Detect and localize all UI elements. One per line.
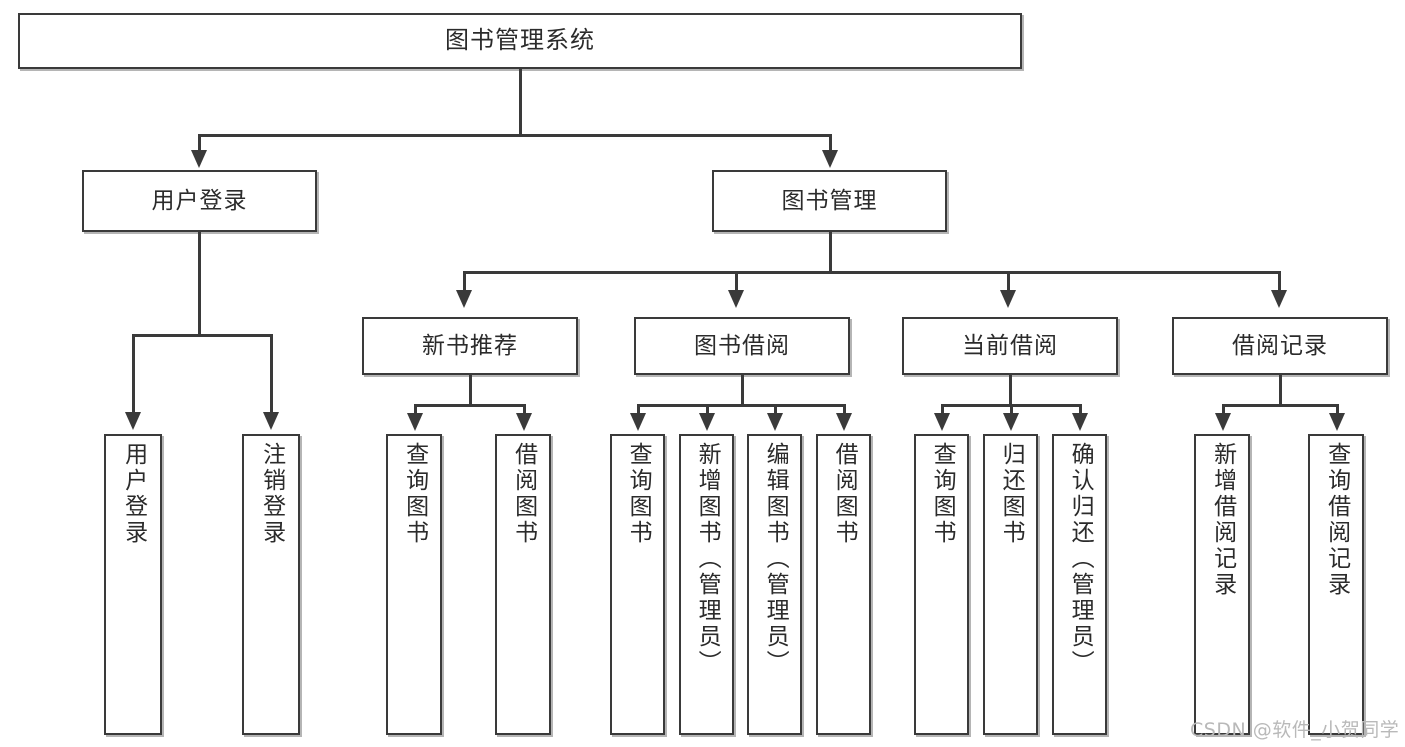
leaf-user-login[interactable]: 用户登录 — [104, 434, 162, 735]
arrowhead-recommend-leaf-1 — [407, 413, 423, 431]
arrowhead-to-current-borrow — [1000, 290, 1016, 308]
arrowhead-borrow-leaf-2 — [699, 413, 715, 431]
leaf-query-book-2[interactable]: 查询图书 — [610, 434, 665, 735]
node-label: 新书推荐 — [422, 332, 518, 359]
arrowhead-current-leaf-1 — [934, 413, 950, 431]
arrowhead-user-login-leaf-2 — [263, 412, 279, 430]
connector-record-to-leaf-2 — [1336, 404, 1339, 416]
connector-root-stem — [519, 69, 522, 135]
node-label: 当前借阅 — [962, 332, 1058, 359]
arrowhead-to-borrow-record — [1271, 290, 1287, 308]
leaf-query-book-1[interactable]: 查询图书 — [386, 434, 442, 735]
node-borrow-record[interactable]: 借阅记录 — [1172, 317, 1388, 375]
arrowhead-to-book-borrow — [728, 290, 744, 308]
node-label: 借阅记录 — [1232, 332, 1328, 359]
leaf-borrow-book-2[interactable]: 借阅图书 — [816, 434, 871, 735]
connector-borrow-to-leaf-1 — [637, 404, 640, 416]
connector-current-to-leaf-2 — [1010, 404, 1013, 416]
connector-borrow-record-bus — [1222, 404, 1338, 407]
connector-root-bus — [198, 134, 831, 137]
leaf-label: 查询图书 — [401, 442, 428, 546]
connector-to-current-borrow — [1007, 271, 1010, 293]
node-label: 用户登录 — [151, 187, 248, 214]
leaf-return-book[interactable]: 归还图书 — [983, 434, 1038, 735]
arrowhead-current-leaf-3 — [1072, 413, 1088, 431]
connector-record-to-leaf-1 — [1222, 404, 1225, 416]
leaf-label: 新增借阅记录 — [1209, 442, 1236, 598]
leaf-label: 用户登录 — [120, 442, 147, 546]
leaf-confirm-return[interactable]: 确认归还（管理员） — [1052, 434, 1107, 735]
connector-user-login-bus — [132, 334, 272, 337]
node-user-login[interactable]: 用户登录 — [82, 170, 317, 232]
connector-book-management-bus — [463, 271, 1280, 274]
arrowhead-user-login-leaf-1 — [125, 412, 141, 430]
leaf-query-book-3[interactable]: 查询图书 — [914, 434, 969, 735]
leaf-label: 编辑图书（管理员） — [762, 442, 789, 676]
connector-user-login-stem — [198, 232, 201, 336]
leaf-label: 查询借阅记录 — [1323, 442, 1350, 598]
arrowhead-root-to-book-management — [822, 150, 838, 168]
connector-recommend-to-leaf-2 — [523, 404, 526, 416]
connector-new-book-recommend-bus — [414, 404, 525, 407]
connector-borrow-record-stem — [1279, 375, 1282, 406]
leaf-borrow-book-1[interactable]: 借阅图书 — [495, 434, 551, 735]
leaf-label: 新增图书（管理员） — [694, 442, 721, 676]
connector-user-login-to-leaf-1 — [132, 334, 135, 415]
node-book-management[interactable]: 图书管理 — [712, 170, 947, 232]
node-label: 图书管理系统 — [445, 26, 595, 55]
leaf-label: 确认归还（管理员） — [1067, 442, 1094, 676]
connector-current-to-leaf-3 — [1079, 404, 1082, 416]
connector-borrow-to-leaf-4 — [843, 404, 846, 416]
connector-recommend-to-leaf-1 — [414, 404, 417, 416]
leaf-edit-book[interactable]: 编辑图书（管理员） — [747, 434, 802, 735]
connector-current-to-leaf-1 — [941, 404, 944, 416]
arrowhead-to-new-book-recommend — [456, 290, 472, 308]
node-root-system[interactable]: 图书管理系统 — [18, 13, 1022, 69]
leaf-label: 归还图书 — [998, 442, 1025, 546]
node-current-borrow[interactable]: 当前借阅 — [902, 317, 1118, 375]
node-label: 图书管理 — [781, 187, 878, 214]
connector-user-login-to-leaf-2 — [270, 334, 273, 415]
connector-new-book-recommend-stem — [469, 375, 472, 406]
arrowhead-borrow-leaf-3 — [767, 413, 783, 431]
leaf-add-record[interactable]: 新增借阅记录 — [1194, 434, 1250, 735]
arrowhead-borrow-leaf-1 — [630, 413, 646, 431]
leaf-label: 查询图书 — [929, 442, 956, 546]
node-book-borrow[interactable]: 图书借阅 — [634, 317, 850, 375]
leaf-query-record[interactable]: 查询借阅记录 — [1308, 434, 1364, 735]
connector-borrow-to-leaf-3 — [774, 404, 777, 416]
connector-to-borrow-record — [1278, 271, 1281, 293]
leaf-label: 查询图书 — [625, 442, 652, 546]
connector-root-to-user-login — [198, 134, 201, 154]
connector-root-to-book-management — [829, 134, 832, 154]
connector-book-borrow-stem — [741, 375, 744, 406]
connector-current-borrow-stem — [1009, 375, 1012, 406]
leaf-logout[interactable]: 注销登录 — [242, 434, 300, 735]
connector-borrow-to-leaf-2 — [706, 404, 709, 416]
node-new-book-recommend[interactable]: 新书推荐 — [362, 317, 578, 375]
leaf-label: 借阅图书 — [831, 442, 858, 546]
connector-to-new-book-recommend — [463, 271, 466, 293]
arrowhead-root-to-user-login — [191, 150, 207, 168]
arrowhead-borrow-leaf-4 — [836, 413, 852, 431]
arrowhead-record-leaf-1 — [1215, 413, 1231, 431]
connector-book-management-stem — [829, 232, 832, 272]
leaf-label: 注销登录 — [258, 442, 285, 546]
leaf-label: 借阅图书 — [510, 442, 537, 546]
arrowhead-record-leaf-2 — [1329, 413, 1345, 431]
node-label: 图书借阅 — [694, 332, 790, 359]
leaf-add-book[interactable]: 新增图书（管理员） — [679, 434, 734, 735]
connector-book-borrow-bus — [637, 404, 845, 407]
arrowhead-recommend-leaf-2 — [516, 413, 532, 431]
arrowhead-current-leaf-2 — [1003, 413, 1019, 431]
connector-to-book-borrow — [735, 271, 738, 293]
